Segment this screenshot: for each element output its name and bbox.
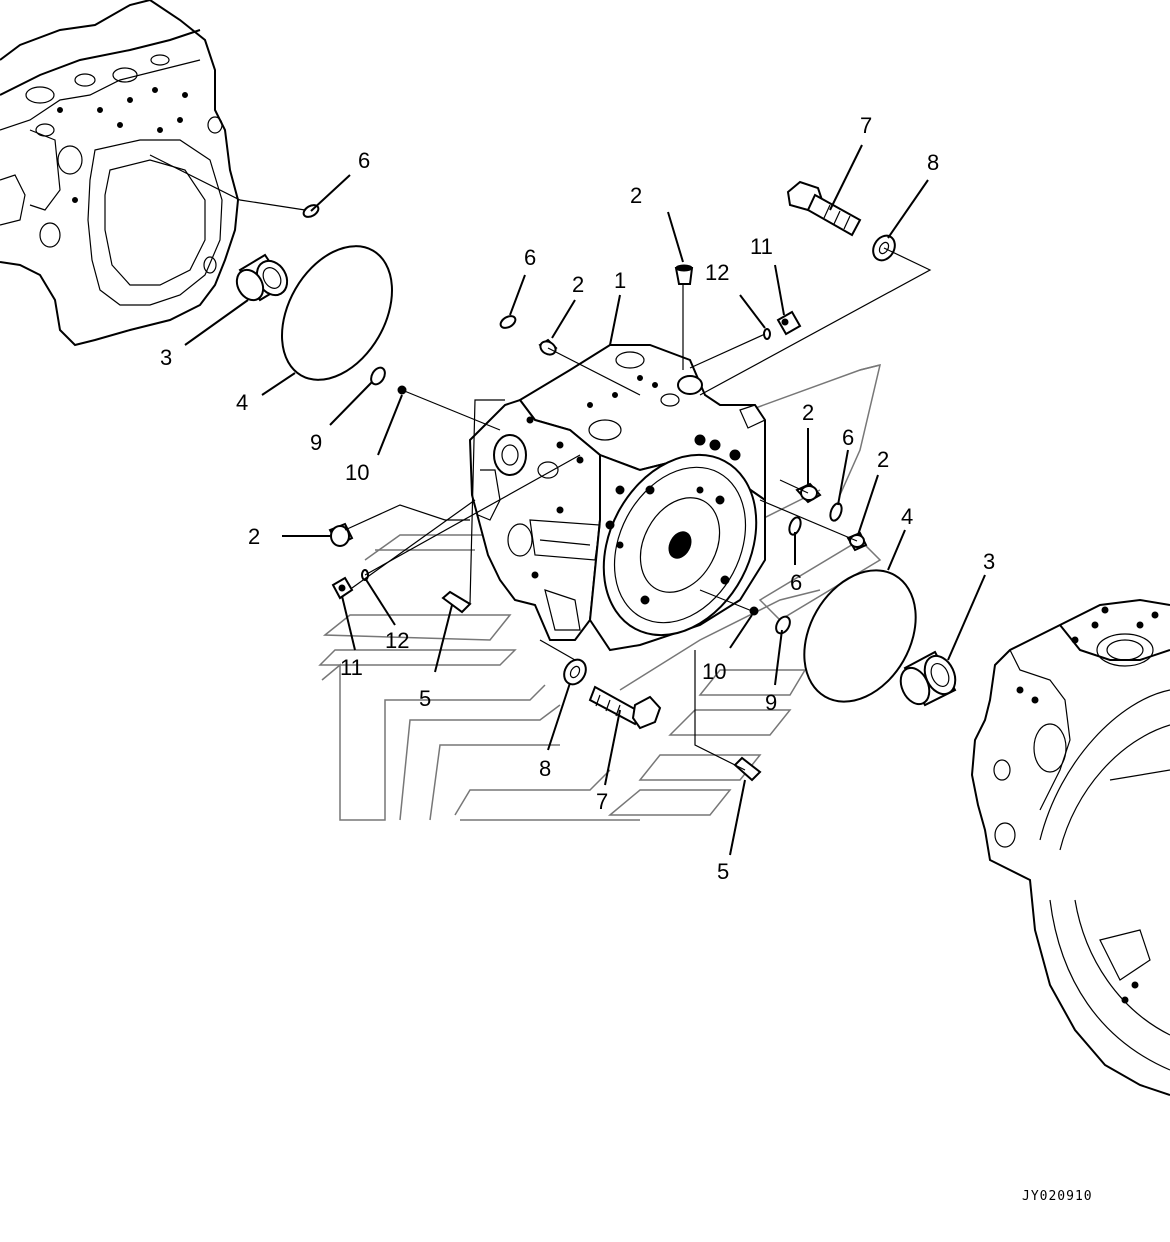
callout-5: 5 [717, 859, 729, 884]
callout-2: 2 [630, 183, 642, 208]
washer-bottom [563, 658, 587, 686]
callout-11: 11 [750, 234, 773, 259]
pin-right [733, 756, 762, 782]
callout-4: 4 [236, 390, 248, 415]
seal-right [775, 615, 791, 635]
fitting-left [331, 576, 354, 600]
callout-4: 4 [901, 504, 913, 529]
small-o-ring-mid [499, 315, 517, 329]
callout-12: 12 [705, 260, 729, 285]
drawing-code: JY020910 [1022, 1189, 1093, 1204]
bolt-top [786, 180, 862, 237]
callout-7: 7 [596, 789, 608, 814]
bearing-right [899, 650, 957, 707]
plug-right [749, 606, 759, 616]
callout-8: 8 [927, 150, 939, 175]
seal-left [370, 366, 386, 386]
callout-6: 6 [842, 425, 854, 450]
plug-right-2 [846, 531, 868, 552]
callout-labels: 6 3 4 9 10 6 2 1 2 12 11 7 8 2 6 2 4 3 6… [160, 113, 995, 884]
o-ring-left [281, 245, 393, 381]
leader-lines [184, 144, 986, 856]
pump-body [468, 344, 766, 652]
pin-left [441, 590, 472, 614]
o-ring-right [803, 569, 917, 703]
callout-2: 2 [877, 447, 889, 472]
callout-10: 10 [345, 460, 369, 485]
bearing-left [235, 253, 289, 302]
top-left-housing [0, 0, 306, 347]
callout-9: 9 [310, 430, 322, 455]
callout-6: 6 [358, 148, 370, 173]
callout-6: 6 [790, 570, 802, 595]
bottom-right-housing [970, 598, 1170, 1096]
plug-left-side [328, 522, 354, 547]
small-o-ring-right-1 [829, 502, 843, 522]
callout-10: 10 [702, 659, 726, 684]
callout-2: 2 [802, 400, 814, 425]
callout-2: 2 [248, 524, 260, 549]
callout-2: 2 [572, 272, 584, 297]
bolt-bottom [588, 685, 662, 730]
callout-11: 11 [340, 655, 363, 680]
callout-12: 12 [385, 628, 409, 653]
callout-6: 6 [524, 245, 536, 270]
small-o-ring-right-2 [788, 516, 802, 536]
plug-right-1 [795, 482, 822, 504]
callout-7: 7 [860, 113, 872, 138]
callout-1: 1 [614, 268, 626, 293]
fitting-top [776, 310, 802, 336]
callout-3: 3 [983, 549, 995, 574]
callout-8: 8 [539, 756, 551, 781]
callout-3: 3 [160, 345, 172, 370]
callout-5: 5 [419, 686, 431, 711]
callout-9: 9 [765, 690, 777, 715]
